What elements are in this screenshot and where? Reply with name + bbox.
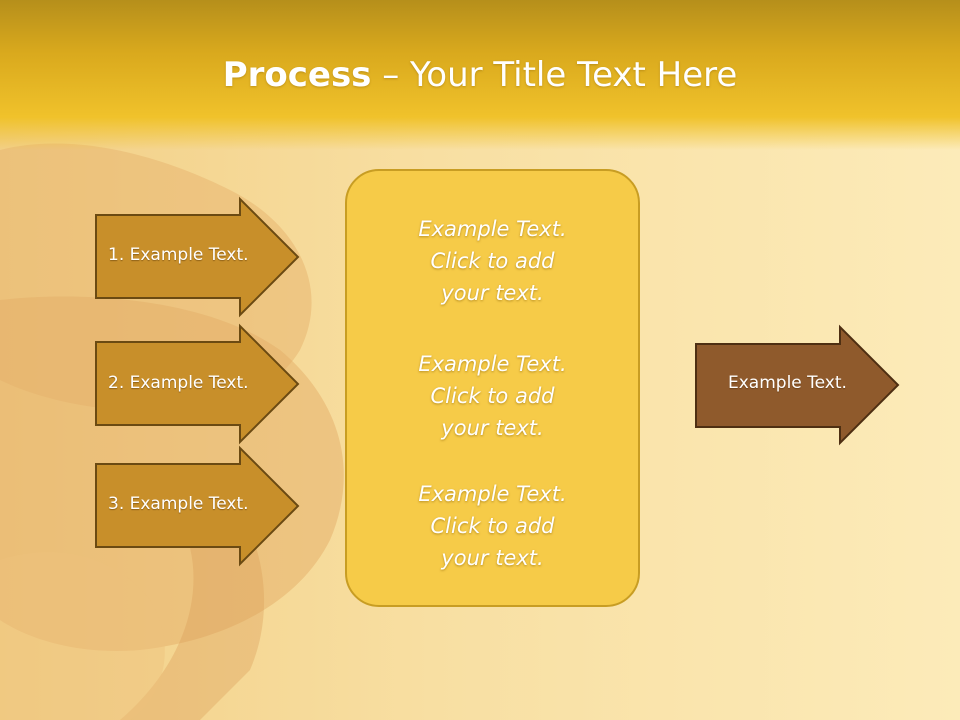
- title-bold: Process: [222, 55, 372, 95]
- center-text-2-line-2: Click to add: [430, 384, 555, 408]
- center-text-block-2[interactable]: Example Text. Click to add your text.: [345, 348, 640, 444]
- center-text-3-line-1: Example Text.: [418, 482, 567, 506]
- center-text-2-line-3: your text.: [441, 416, 544, 440]
- center-process-box[interactable]: [345, 169, 640, 607]
- slide-title: Process – Your Title Text Here: [0, 52, 960, 98]
- input-arrow-1-label: 1. Example Text.: [108, 245, 249, 265]
- input-arrow-1[interactable]: [95, 196, 300, 318]
- center-text-1-line-3: your text.: [441, 281, 544, 305]
- title-rest: – Your Title Text Here: [371, 55, 738, 95]
- title-band: [0, 0, 960, 150]
- output-arrow[interactable]: [695, 324, 900, 446]
- center-text-block-3[interactable]: Example Text. Click to add your text.: [345, 478, 640, 574]
- center-text-3-line-3: your text.: [441, 546, 544, 570]
- center-text-block-1[interactable]: Example Text. Click to add your text.: [345, 213, 640, 309]
- input-arrow-2-label: 2. Example Text.: [108, 373, 249, 393]
- center-text-3-line-2: Click to add: [430, 514, 555, 538]
- center-text-2-line-1: Example Text.: [418, 352, 567, 376]
- input-arrow-3-label: 3. Example Text.: [108, 494, 249, 514]
- input-arrow-2[interactable]: [95, 323, 300, 445]
- center-text-1-line-1: Example Text.: [418, 217, 567, 241]
- input-arrow-3[interactable]: [95, 445, 300, 567]
- center-text-1-line-2: Click to add: [430, 249, 555, 273]
- output-arrow-label: Example Text.: [728, 373, 847, 393]
